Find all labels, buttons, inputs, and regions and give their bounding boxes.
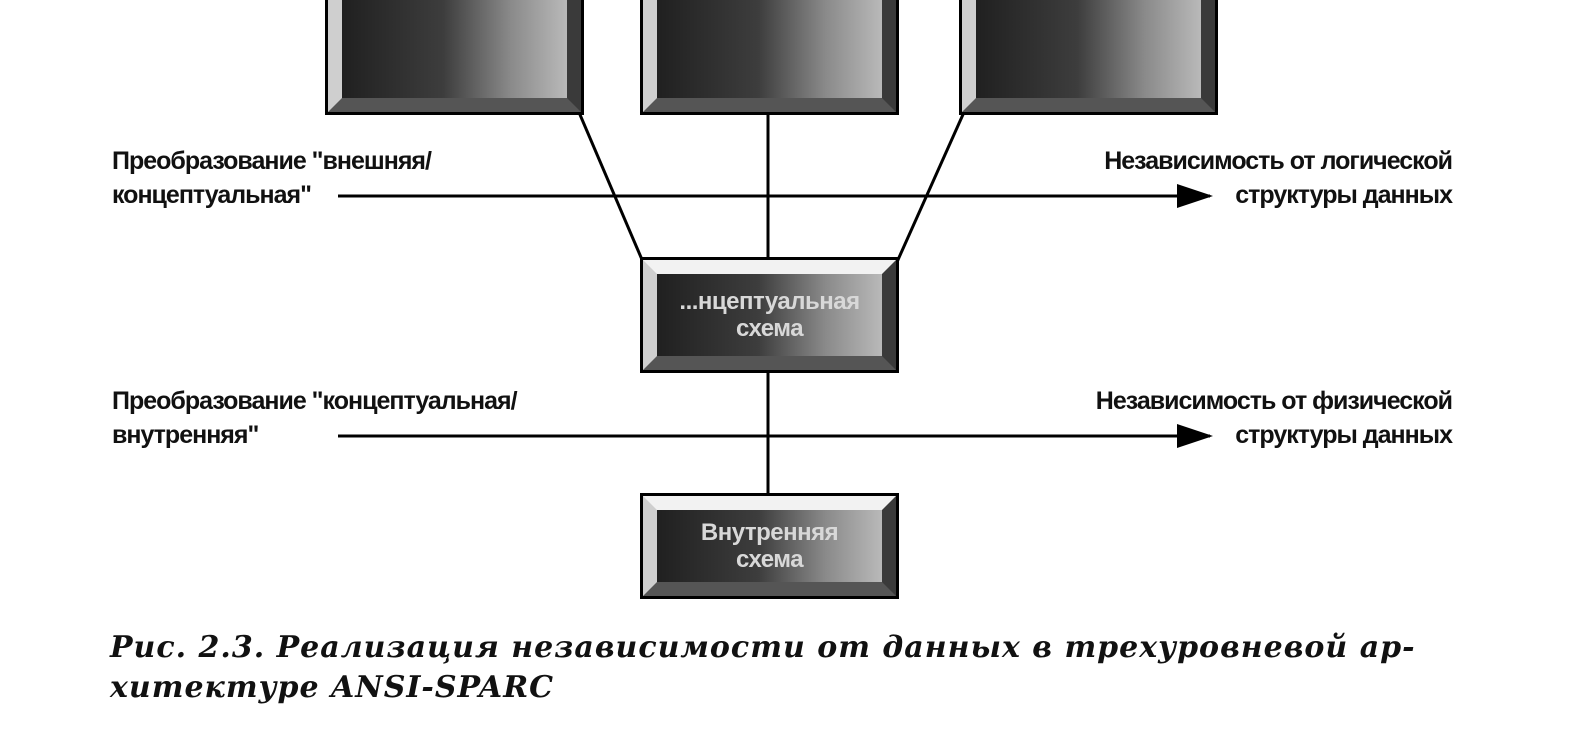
internal-schema-box: Внутренняя схема [640, 493, 899, 599]
physical-independence-line1: Независимость от физической [1095, 387, 1453, 415]
mapping-conceptual-internal-line2: внутренняя" [112, 421, 259, 449]
connector-external-1-to-conceptual [576, 109, 645, 263]
logical-independence-line2: структуры данных [1235, 181, 1453, 209]
figure-caption: Рис. 2.3. Реализация независимости от да… [110, 628, 1416, 708]
physical-independence-line2: структуры данных [1235, 421, 1453, 449]
logical-independence-line1: Независимость от логической [1104, 147, 1453, 175]
external-schema-box-2 [640, 0, 899, 115]
mapping-external-conceptual-line1: Преобразование "внешняя/ [112, 147, 432, 175]
figure-caption-line2: хитектуре ANSI-SPARC [110, 670, 554, 705]
connector-external-3-to-conceptual [895, 109, 967, 263]
conceptual-schema-box: ...нцептуальная схема [640, 257, 899, 373]
conceptual-schema-label: ...нцептуальная схема [679, 288, 860, 342]
mapping-conceptual-internal-line1: Преобразование "концептуальная/ [112, 387, 518, 415]
external-schema-box-3 [959, 0, 1218, 115]
mapping-external-conceptual-line2: концептуальная" [112, 181, 312, 209]
figure-caption-line1: Рис. 2.3. Реализация независимости от да… [110, 630, 1416, 665]
external-schema-box-1 [325, 0, 584, 115]
internal-schema-label: Внутренняя схема [700, 519, 839, 573]
